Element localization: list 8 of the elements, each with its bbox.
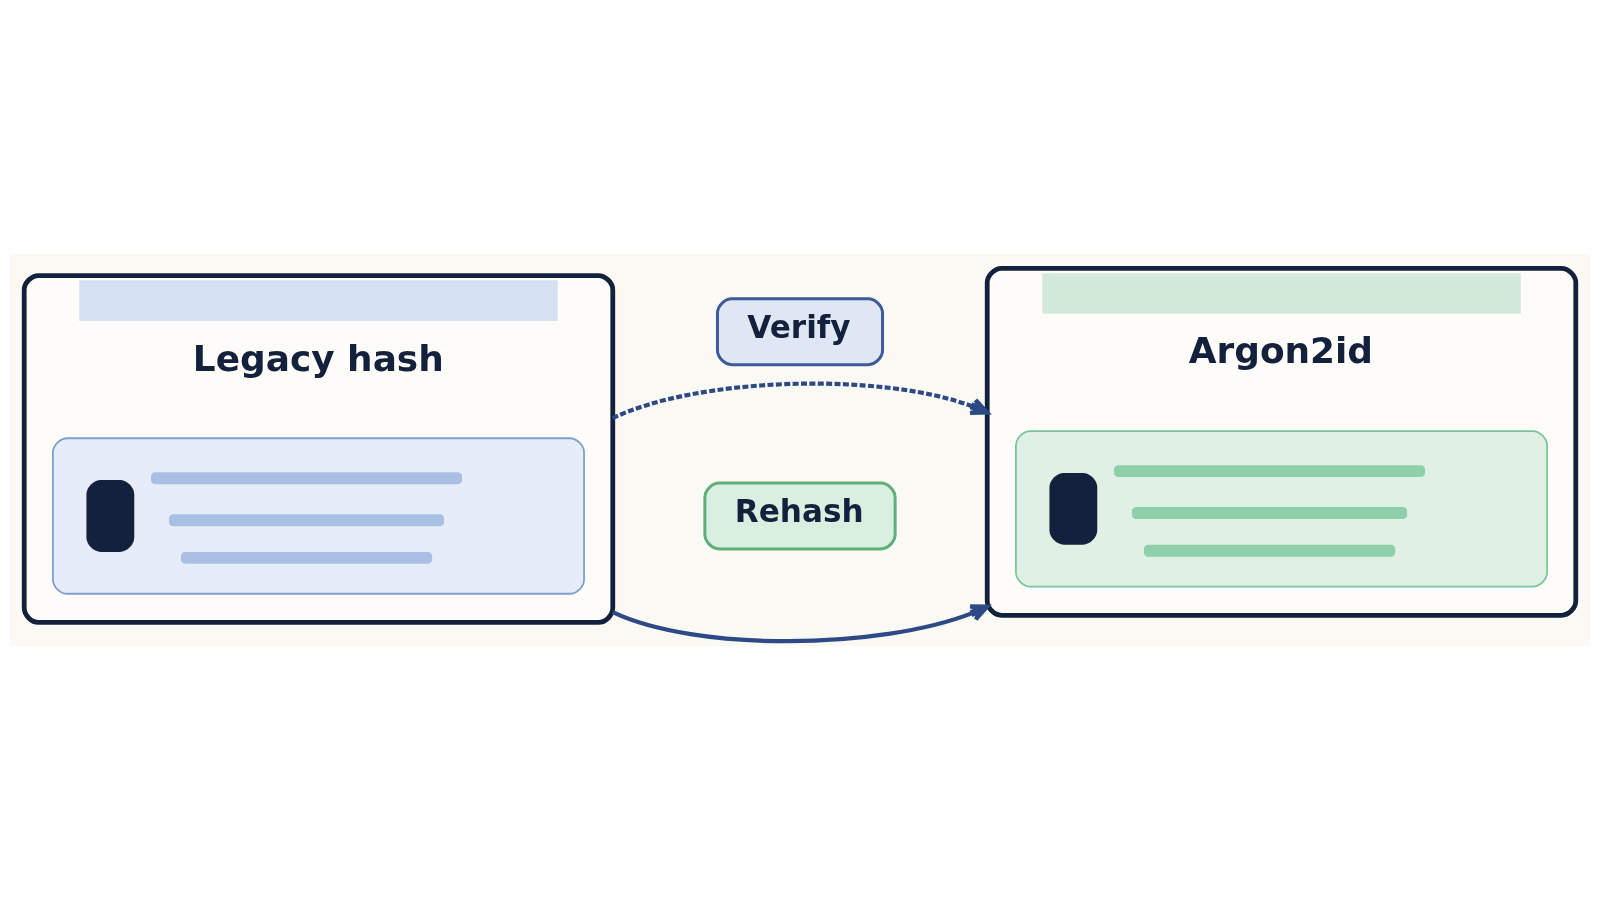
node-box <box>52 437 585 595</box>
arrow <box>612 381 990 421</box>
node-box: Verify <box>715 297 885 367</box>
cluster: Argon2id <box>984 265 1579 618</box>
arrow <box>612 604 990 644</box>
cluster: Legacy hash <box>21 273 616 625</box>
node-box: Rehash <box>703 481 897 551</box>
node-box <box>1015 430 1548 588</box>
